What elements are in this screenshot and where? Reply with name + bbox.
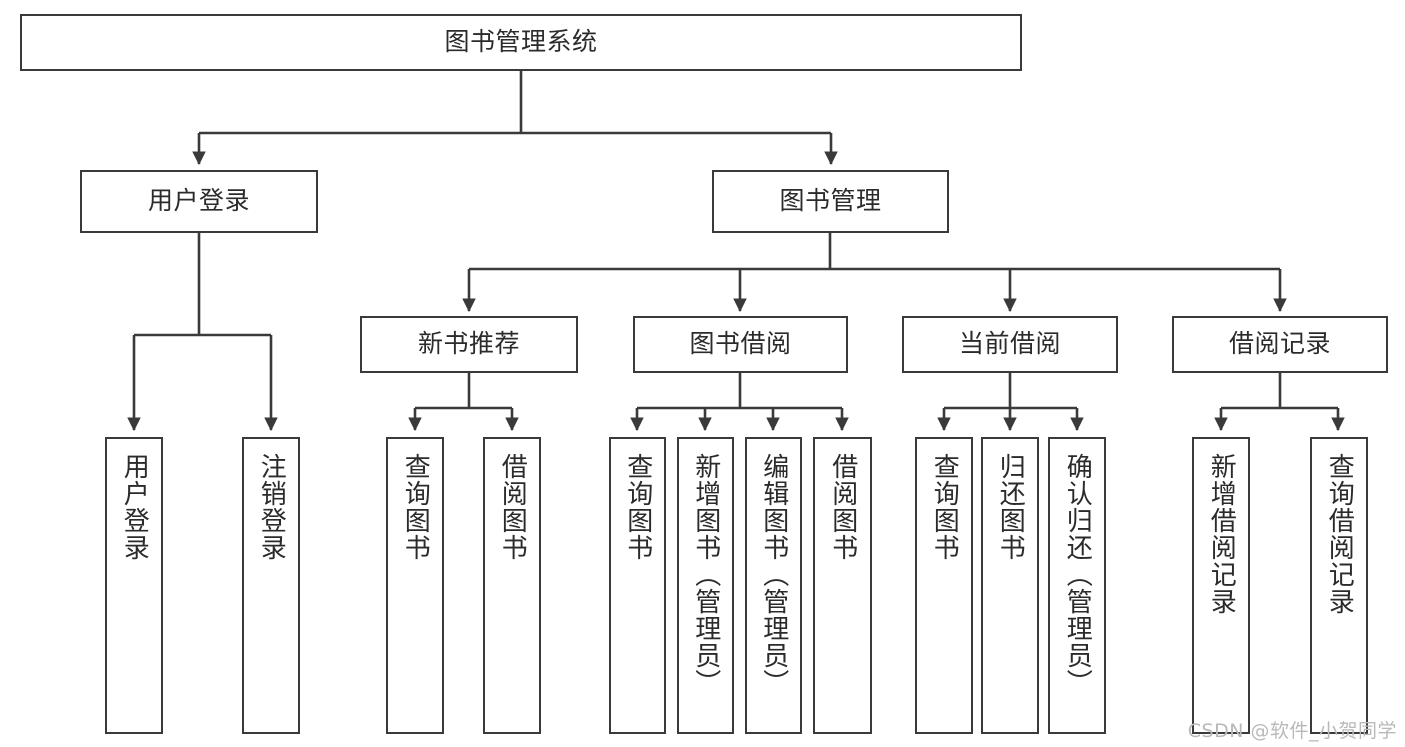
node-label: 新书推荐 (417, 329, 520, 359)
node-label: 新增图书（管理员） (690, 453, 721, 696)
node-label: 图书借阅 (689, 329, 792, 359)
watermark-text: CSDN @软件_小贺同学 (1187, 720, 1397, 742)
node-label: 确认归还（管理员） (1062, 453, 1093, 696)
node-label: 用户登录 (119, 453, 150, 561)
leaf-borrow-book[interactable]: 借阅图书 (813, 437, 872, 734)
node-label: 借阅记录 (1228, 329, 1331, 359)
node-user-login[interactable]: 用户登录 (80, 170, 318, 233)
node-label: 注销登录 (256, 453, 287, 561)
node-label: 查询图书 (929, 453, 960, 561)
leaf-query-book-recommend[interactable]: 查询图书 (386, 437, 444, 734)
node-label: 当前借阅 (958, 329, 1061, 359)
leaf-add-borrow-record[interactable]: 新增借阅记录 (1192, 437, 1250, 734)
node-borrow-record[interactable]: 借阅记录 (1172, 316, 1388, 373)
node-label: 借阅图书 (497, 453, 528, 561)
node-label: 用户登录 (147, 186, 250, 216)
leaf-add-book-admin[interactable]: 新增图书（管理员） (677, 437, 734, 734)
node-label: 查询图书 (400, 453, 431, 561)
leaf-confirm-return-admin[interactable]: 确认归还（管理员） (1048, 437, 1106, 734)
node-new-book-recommend[interactable]: 新书推荐 (360, 316, 578, 373)
leaf-query-book-borrow[interactable]: 查询图书 (609, 437, 666, 734)
leaf-borrow-book-recommend[interactable]: 借阅图书 (483, 437, 541, 734)
node-current-borrow[interactable]: 当前借阅 (902, 316, 1118, 373)
node-label: 图书管理 (779, 186, 882, 216)
node-label: 借阅图书 (827, 453, 858, 561)
node-label: 查询借阅记录 (1324, 453, 1355, 615)
node-book-management[interactable]: 图书管理 (712, 170, 949, 233)
node-label: 归还图书 (995, 453, 1026, 561)
node-book-borrow[interactable]: 图书借阅 (633, 316, 848, 373)
node-label: 编辑图书（管理员） (758, 453, 789, 696)
leaf-user-login[interactable]: 用户登录 (105, 437, 163, 734)
leaf-query-borrow-record[interactable]: 查询借阅记录 (1310, 437, 1368, 734)
leaf-edit-book-admin[interactable]: 编辑图书（管理员） (745, 437, 802, 734)
leaf-query-book-current[interactable]: 查询图书 (915, 437, 973, 734)
leaf-return-book[interactable]: 归还图书 (981, 437, 1039, 734)
node-label: 新增借阅记录 (1206, 453, 1237, 615)
node-label: 查询图书 (622, 453, 653, 561)
leaf-user-logout[interactable]: 注销登录 (242, 437, 300, 734)
node-label: 图书管理系统 (444, 27, 598, 57)
node-root-system[interactable]: 图书管理系统 (20, 14, 1022, 71)
